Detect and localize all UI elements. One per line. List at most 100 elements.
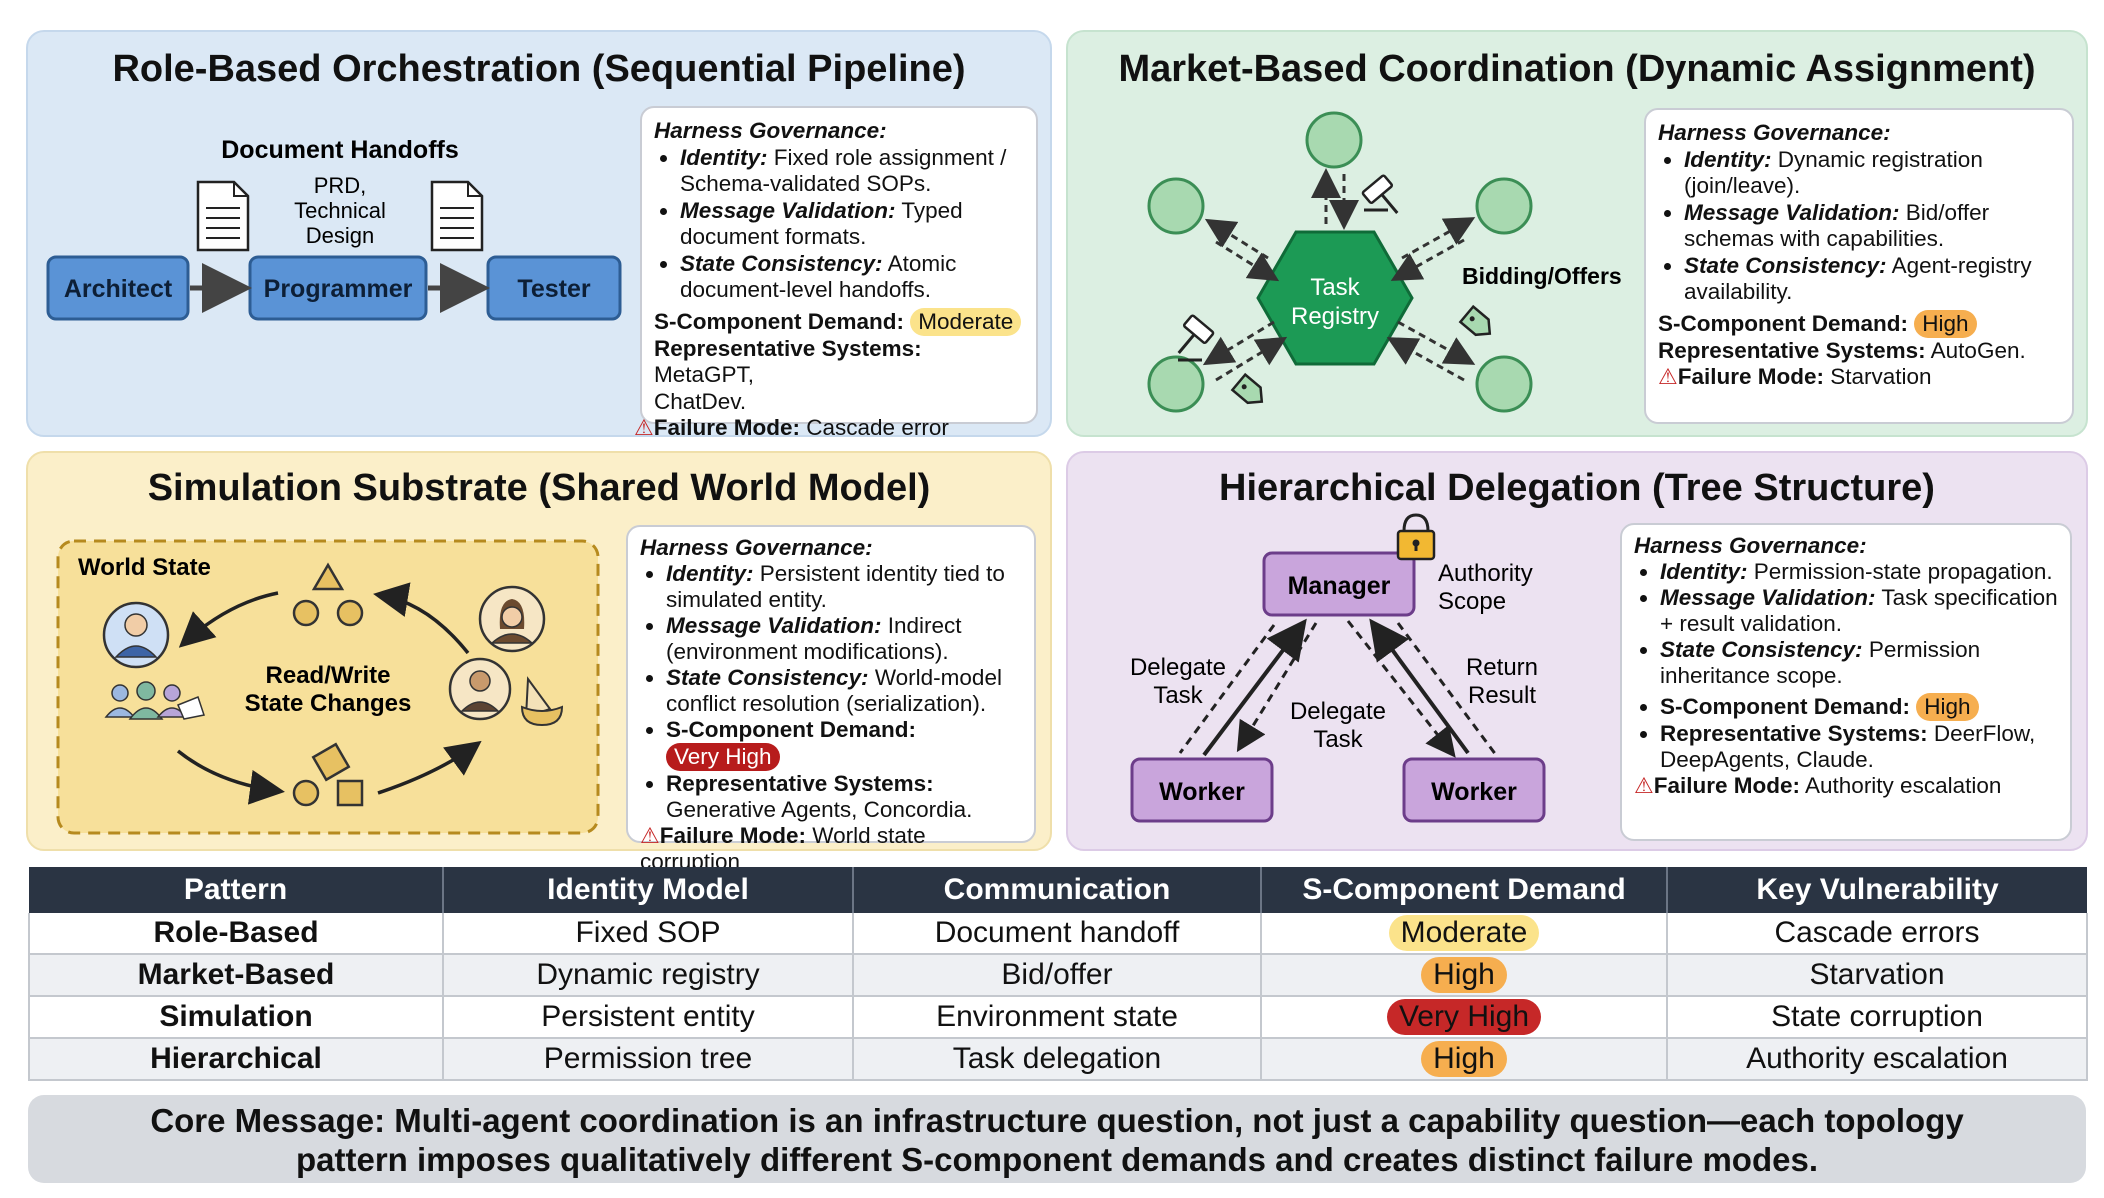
triangle-shape [311, 562, 345, 591]
price-tag-icon [1458, 304, 1492, 337]
delegate-arrow [1236, 622, 1318, 753]
pattern-cell: Market-Based [28, 954, 444, 997]
agent-node [1147, 177, 1205, 235]
identity-cell: Persistent entity [443, 996, 854, 1039]
delegate-label: Task [1313, 726, 1363, 753]
return-label: Result [1468, 682, 1536, 709]
systems-row: Representative Systems: DeerFlow,DeepAge… [1660, 721, 2058, 773]
agent-node [1475, 355, 1533, 413]
demand-badge: High [1421, 957, 1507, 993]
delegate-arrow [1178, 624, 1276, 754]
worker-node [1402, 757, 1546, 823]
person-icon [102, 601, 170, 669]
bid-arrow [1401, 217, 1476, 260]
comparison-table: Pattern Identity Model Communication S-C… [28, 867, 2088, 1081]
delegate-arrow [1346, 620, 1456, 758]
role-governance-box: Harness Governance: Identity: Fixed role… [634, 106, 1038, 440]
flow-arrow [373, 582, 470, 655]
pattern-cell: Hierarchical [28, 1038, 444, 1081]
document-icon [196, 180, 250, 252]
hub-label: Registry [1291, 303, 1379, 330]
warning-icon: ⚠ [1634, 773, 1654, 798]
warning-icon: ⚠ [1658, 364, 1678, 389]
bid-arrow [1386, 337, 1465, 382]
demand-badge: Moderate [910, 307, 1022, 336]
column-header: Communication [853, 867, 1262, 913]
task-registry-hub [1256, 230, 1414, 366]
demand-row: S-Component Demand: High [1660, 693, 2058, 721]
governance-identity: Identity: Dynamic registration(join/leav… [1684, 147, 2060, 200]
circle-shape [336, 599, 364, 627]
diamond-shape [311, 742, 351, 782]
read-write-label: Read/Write [266, 662, 391, 689]
worker-label: Worker [1159, 778, 1245, 806]
agent-node [1147, 355, 1205, 413]
demand-badge: Moderate [1388, 915, 1540, 951]
read-write-label: State Changes [245, 690, 412, 717]
delegate-label: Task [1153, 682, 1203, 709]
hierarchical-diagram: Manager Authority Scope Worker Worker De… [1130, 513, 1546, 823]
governance-message-validation: Message Validation: Task specification+ … [1660, 585, 2058, 637]
column-header: Key Vulnerability [1667, 867, 2087, 913]
governance-heading: Harness Governance: [1634, 533, 1867, 558]
demand-badge: Very High [1386, 999, 1542, 1035]
agent-node [1475, 177, 1533, 235]
vulnerability-cell: Authority escalation [1667, 1038, 2088, 1081]
governance-state-consistency: State Consistency: Permissioninheritance… [1660, 637, 2058, 689]
communication-cell: Document handoff [853, 913, 1262, 955]
programmer-label: Programmer [264, 275, 413, 303]
systems-row: Representative Systems:Generative Agents… [666, 771, 1022, 823]
governance-identity: Identity: Fixed role assignment /Schema-… [680, 145, 1024, 198]
demand-badge: High [1916, 693, 1979, 721]
bid-arrow [1202, 320, 1275, 366]
worker-node [1130, 757, 1274, 823]
circle-shape [292, 599, 320, 627]
architect-label: Architect [64, 275, 173, 303]
identity-cell: Fixed SOP [443, 913, 854, 955]
return-label: Return [1466, 654, 1538, 681]
governance-identity: Identity: Persistent identity tied tosim… [666, 561, 1022, 613]
identity-cell: Dynamic registry [443, 954, 854, 997]
governance-heading: Harness Governance: [1658, 120, 1891, 145]
role-based-title: Role-Based Orchestration (Sequential Pip… [112, 48, 966, 90]
governance-heading: Harness Governance: [640, 535, 873, 560]
column-header: S-Component Demand [1261, 867, 1668, 913]
market-based-diagram: Task Registry [1147, 111, 1622, 413]
failure-row: ⚠Failure Mode: Cascade error [634, 415, 949, 440]
doc-center-line: Design [306, 223, 374, 248]
square-shape [336, 779, 364, 807]
governance-state-consistency: State Consistency: Atomicdocument-level … [680, 251, 1024, 304]
demand-cell: Very High [1261, 996, 1668, 1039]
communication-cell: Bid/offer [853, 954, 1262, 997]
market-based-panel: Market-Based Coordination (Dynamic Assig… [1066, 30, 2088, 437]
bid-arrow [1397, 320, 1476, 365]
role-based-panel: Role-Based Orchestration (Sequential Pip… [26, 30, 1052, 440]
core-message-line: pattern imposes qualitatively different … [295, 1141, 1818, 1178]
communication-cell: Task delegation [853, 1038, 1262, 1081]
governance-message-validation: Message Validation: Indirect(environment… [666, 613, 1022, 665]
hierarchical-panel: Hierarchical Delegation (Tree Structure)… [1066, 451, 2088, 851]
delegate-label: Delegate [1130, 654, 1226, 681]
column-header: Pattern [29, 867, 444, 913]
demand-cell: High [1261, 954, 1668, 997]
vulnerability-cell: Starvation [1667, 954, 2088, 997]
failure-row: ⚠Failure Mode: Authority escalation [1634, 773, 2002, 798]
manager-label: Manager [1288, 572, 1391, 600]
simulation-panel: Simulation Substrate (Shared World Model… [26, 451, 1052, 874]
core-message-banner: Core Message: Multi-agent coordination i… [28, 1095, 2086, 1183]
systems-row: Representative Systems: AutoGen. [1658, 337, 2026, 363]
flow-arrow [176, 749, 285, 805]
person-icon [478, 585, 546, 653]
vulnerability-cell: State corruption [1667, 996, 2088, 1039]
market-governance-box: Harness Governance: Identity: Dynamic re… [1644, 108, 2074, 424]
demand-badge: High [1914, 309, 1977, 338]
return-arrow [1369, 618, 1470, 755]
vulnerability-cell: Cascade errors [1667, 913, 2088, 955]
demand-cell: Moderate [1261, 913, 1668, 955]
simulation-governance-box: Harness Governance: Identity: Persistent… [626, 525, 1036, 874]
demand-row: S-Component Demand: High [1658, 309, 2060, 338]
